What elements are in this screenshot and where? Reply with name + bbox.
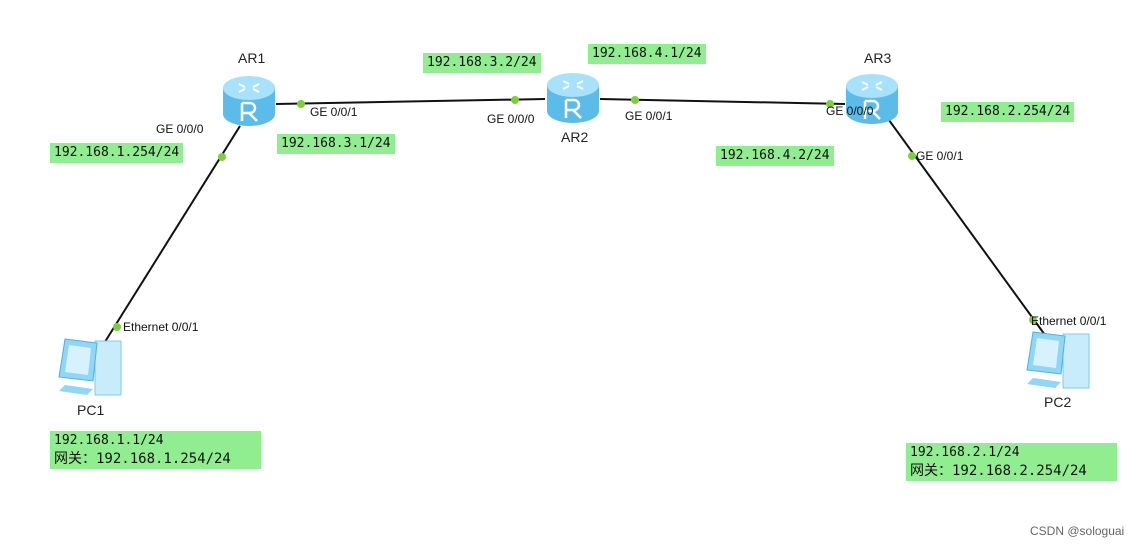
- router-ar3-icon[interactable]: [844, 72, 900, 128]
- device-name-pc2: PC2: [1044, 394, 1072, 410]
- ip-label: 192.168.4.1/24: [588, 44, 706, 64]
- ip-label: 192.168.4.2/24: [716, 146, 834, 166]
- link-ar2-ar3[interactable]: [599, 98, 846, 105]
- pc1-icon[interactable]: [57, 335, 125, 397]
- port-label: GE 0/0/0: [156, 122, 204, 136]
- ip-label: 192.168.1.254/24: [50, 143, 184, 163]
- port-label: Ethernet 0/0/1: [1031, 314, 1107, 328]
- router-ar2-icon[interactable]: [545, 71, 601, 127]
- pc1-gateway: 网关：192.168.1.254/24: [54, 451, 231, 467]
- port-label: GE 0/0/1: [916, 149, 964, 163]
- router-ar1-icon[interactable]: [221, 74, 277, 130]
- port-dot: [511, 96, 519, 104]
- ip-label: 192.168.3.1/24: [277, 134, 395, 154]
- ip-label: 192.168.3.2/24: [423, 53, 541, 73]
- port-label: GE 0/0/0: [826, 104, 874, 118]
- port-dot: [297, 100, 305, 108]
- watermark: CSDN @sologuai: [1030, 524, 1125, 538]
- device-name-ar3: AR3: [864, 50, 892, 66]
- link-ar1-ar2[interactable]: [275, 98, 546, 105]
- pc2-gateway: 网关：192.168.2.254/24: [910, 463, 1087, 479]
- device-name-pc1: PC1: [77, 402, 105, 418]
- pc2-config-label: 192.168.2.1/24 网关：192.168.2.254/24: [906, 443, 1117, 481]
- pc1-ip: 192.168.1.1/24: [54, 433, 164, 448]
- device-name-ar1: AR1: [238, 50, 266, 66]
- port-label: GE 0/0/1: [625, 109, 673, 123]
- device-name-ar2: AR2: [561, 129, 589, 145]
- port-label: GE 0/0/1: [310, 105, 358, 119]
- pc2-ip: 192.168.2.1/24: [910, 445, 1020, 460]
- port-dot: [113, 323, 121, 331]
- port-dot: [826, 100, 834, 108]
- link-ar3-pc2[interactable]: [885, 115, 1046, 336]
- link-ar1-pc1[interactable]: [102, 125, 241, 346]
- port-dot: [1029, 316, 1037, 324]
- port-dot: [631, 96, 639, 104]
- port-dot: [218, 153, 226, 161]
- port-label: GE 0/0/0: [487, 112, 535, 126]
- port-label: Ethernet 0/0/1: [123, 320, 199, 334]
- ip-label: 192.168.2.254/24: [941, 102, 1075, 122]
- pc1-config-label: 192.168.1.1/24 网关：192.168.1.254/24: [50, 431, 261, 469]
- port-dot: [908, 152, 916, 160]
- pc2-icon[interactable]: [1025, 328, 1093, 390]
